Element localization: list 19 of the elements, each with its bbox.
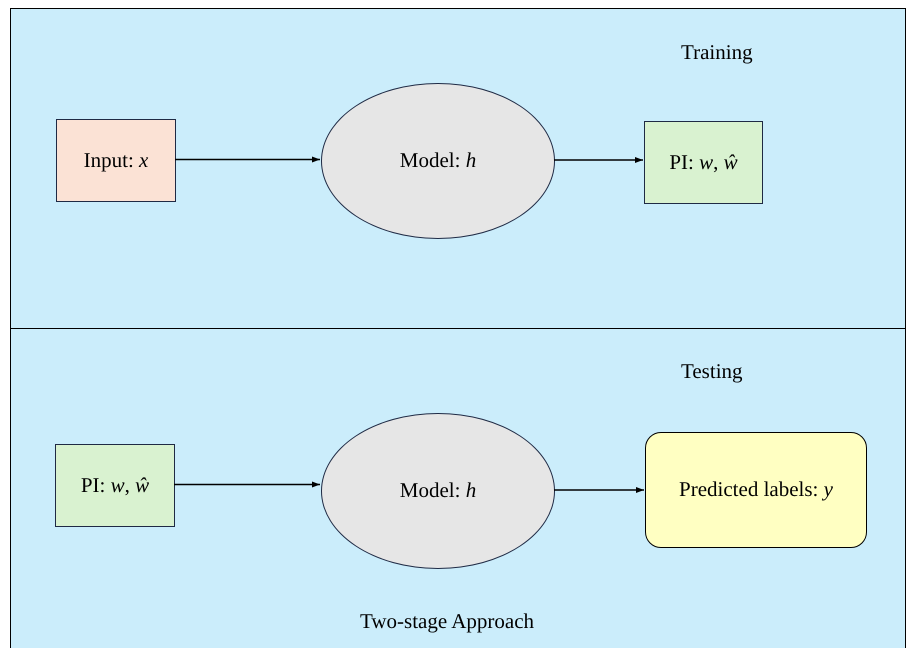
stage-panel xyxy=(10,328,906,648)
node-label: Predicted labels: y xyxy=(679,476,833,504)
node-label: Model: h xyxy=(400,477,476,504)
arrow xyxy=(554,157,643,163)
node-label: Model: h xyxy=(400,147,476,174)
node-label: PI: w, ŵ xyxy=(80,472,150,499)
result-box xyxy=(55,444,175,527)
stage-panel xyxy=(10,8,906,328)
arrow xyxy=(174,482,320,488)
result-box xyxy=(644,121,763,204)
arrow xyxy=(175,156,320,162)
node-label: PI: w, ŵ xyxy=(669,148,738,176)
stage-heading: Testing xyxy=(681,358,743,385)
caption: Two-stage Approach xyxy=(360,608,534,635)
output-box xyxy=(645,432,867,548)
input-box xyxy=(56,119,176,202)
node-label: Input: x xyxy=(84,146,148,174)
arrow xyxy=(554,487,644,493)
stage-heading: Training xyxy=(681,39,753,66)
